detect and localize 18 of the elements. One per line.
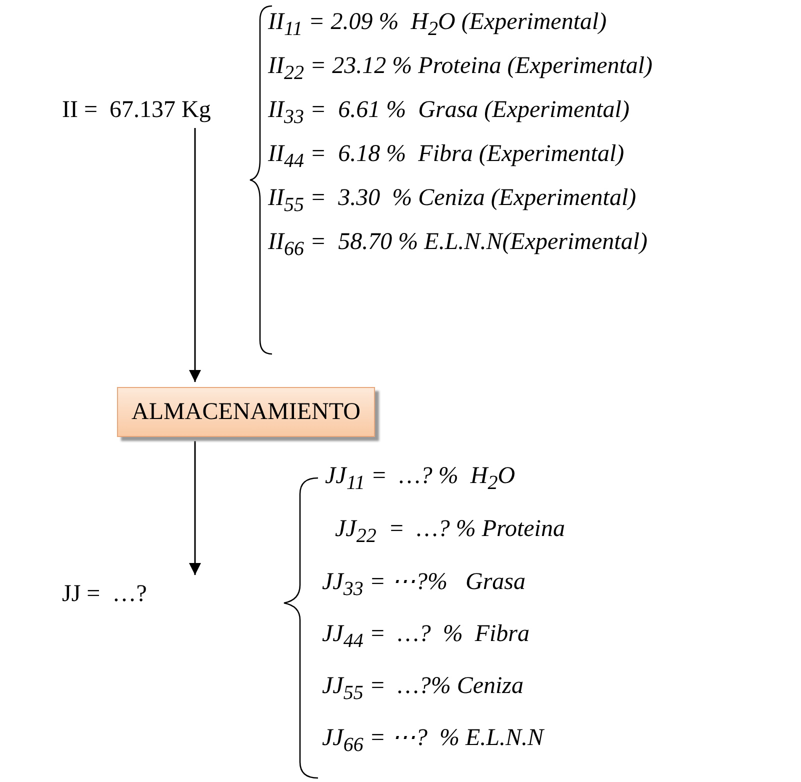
formula-text: II$_{66}$ = 58.70 % E.L.N.N(Experimental) <box>268 228 648 262</box>
formula-text: II$_{33}$ = 6.61 % Grasa (Experimental) <box>268 96 630 130</box>
formula-text: II$_{44}$ = 6.18 % Fibra (Experimental) <box>268 140 624 174</box>
formula-text: JJ$_{33}$ = ⋯?% Grasa <box>322 568 526 602</box>
mass-text: JJ = …? <box>62 580 147 608</box>
arrow <box>189 128 201 382</box>
arrow <box>189 441 201 575</box>
formula-text: II$_{22}$ = 23.12 % Proteina (Experimental) <box>268 52 653 86</box>
formula-text: II$_{11}$ = 2.09 % H$_{2}$O (Experimental) <box>268 8 607 42</box>
formula-text: JJ$_{66}$ = ⋯? % E.L.N.N <box>322 724 544 758</box>
formula-text: JJ$_{55}$ = …?% Ceniza <box>322 672 524 706</box>
formula-text: JJ$_{44}$ = …? % Fibra <box>322 620 530 654</box>
process-label: ALMACENAMIENTO <box>132 398 360 426</box>
mass-text: II = 67.137 Kg <box>62 96 211 124</box>
formula-text: II$_{55}$ = 3.30 % Ceniza (Experimental) <box>268 184 636 218</box>
formula-text: JJ$_{11}$ = …? % H$_{2}$O <box>325 462 516 496</box>
formula-text: JJ$_{22}$ = …? % Proteina <box>335 515 565 549</box>
process-box <box>117 387 375 437</box>
